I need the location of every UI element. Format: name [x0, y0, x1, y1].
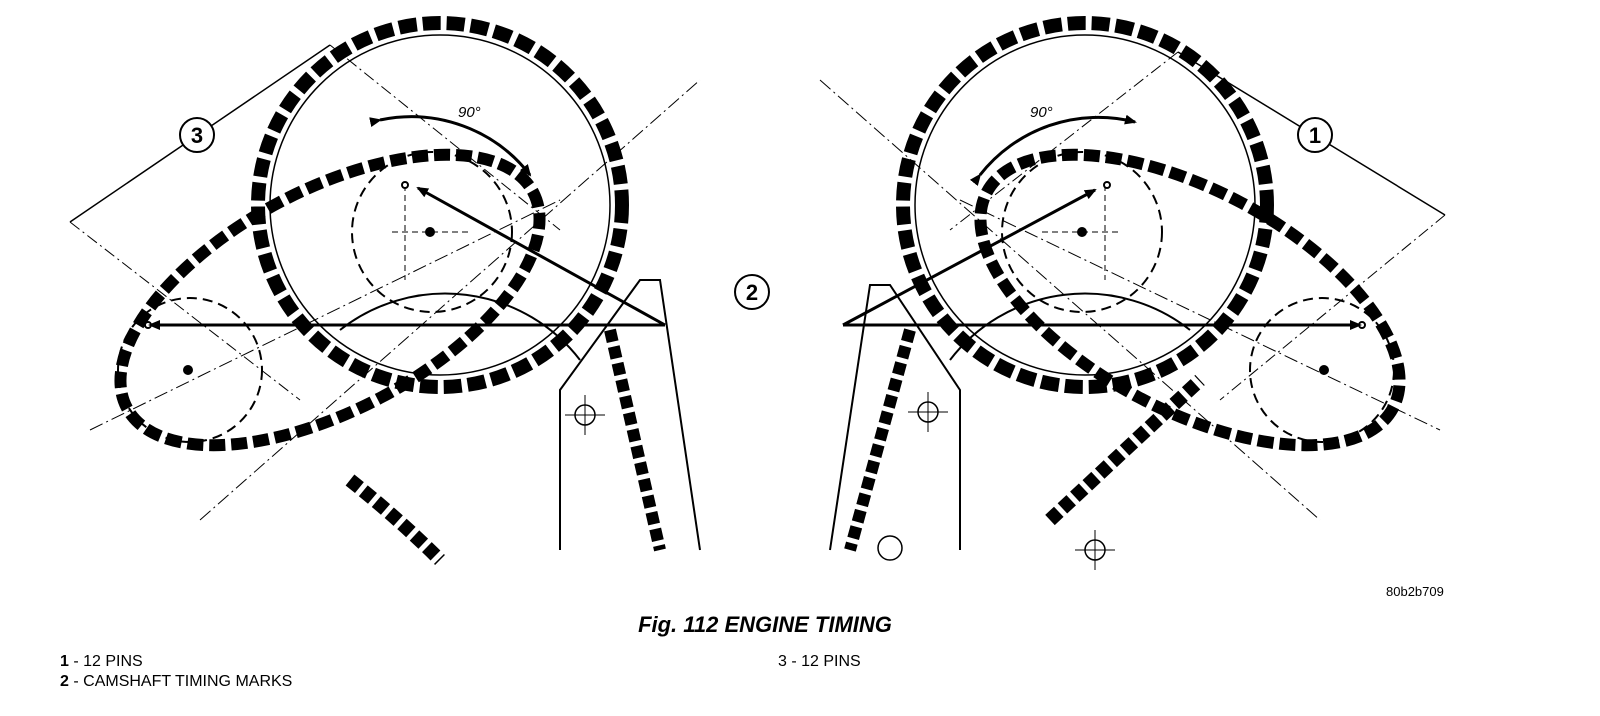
left-outer-chain-loop: [251, 16, 629, 394]
right-timing-assembly: [819, 16, 1446, 570]
legend-item-1: 1 - 12 PINS: [60, 653, 143, 670]
figure-reference-code: 80b2b709: [1386, 584, 1444, 599]
right-inner-chain-loop: [974, 148, 1406, 452]
legend-right: 3 - 12 PINS: [778, 652, 861, 672]
legend-item-3: 3 - 12 PINS: [778, 653, 861, 670]
left-cam-sprocket: [339, 292, 581, 361]
legend-left: 1 - 12 PINS 2 - CAMSHAFT TIMING MARKS: [60, 652, 292, 692]
svg-text:1: 1: [1309, 123, 1321, 148]
right-chain-guide: [829, 284, 961, 551]
callout-3: 3: [179, 117, 215, 153]
left-timing-assembly: [69, 16, 701, 565]
callout-1: 1: [1297, 117, 1333, 153]
callout-2: 2: [734, 274, 770, 310]
svg-text:3: 3: [191, 123, 203, 148]
right-outer-chain-loop: [896, 16, 1274, 394]
right-angle-label: 90°: [1030, 104, 1053, 121]
figure-caption: Fig. 112 ENGINE TIMING: [638, 612, 892, 637]
svg-text:2: 2: [746, 280, 758, 305]
legend-item-2: 2 - CAMSHAFT TIMING MARKS: [60, 673, 293, 690]
left-angle-label: 90°: [458, 104, 481, 121]
left-inner-chain-loop: [114, 148, 546, 452]
engine-timing-diagram: 3 2 1 90° 90°: [69, 16, 1446, 570]
left-chain-guide: [559, 279, 701, 551]
